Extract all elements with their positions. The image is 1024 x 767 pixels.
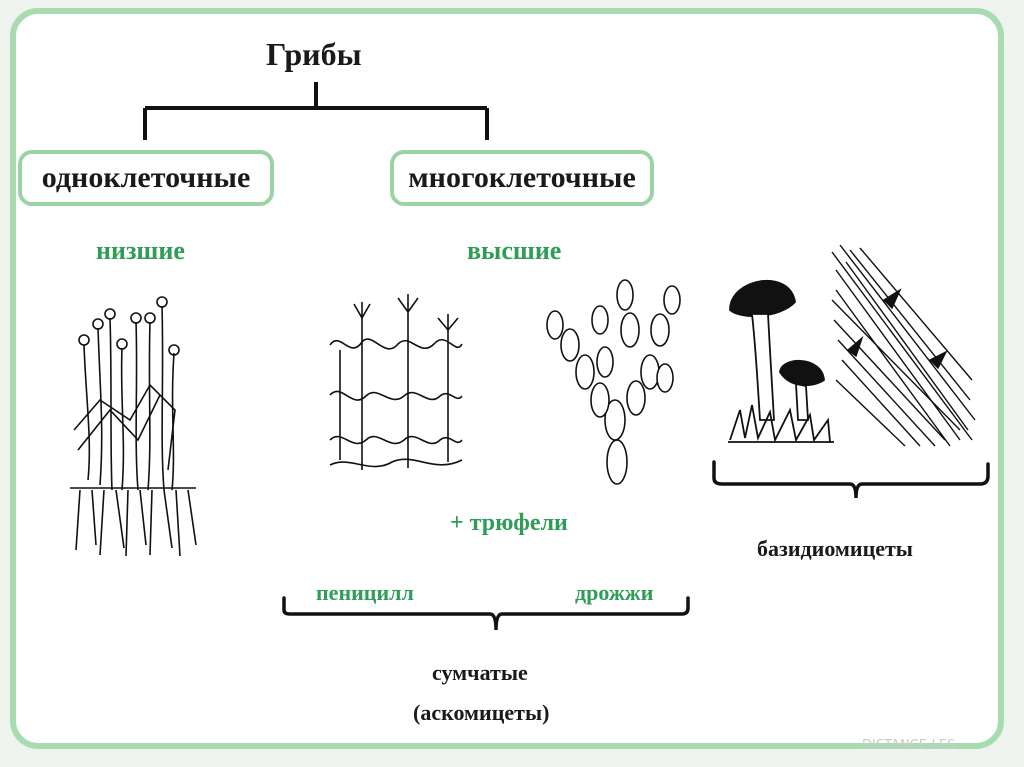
truffles-label: + трюфели [450,510,568,537]
mushroom-illustration [728,281,834,442]
penicillium-label: пеницилл [316,580,414,606]
ascomycetes-label-line1: сумчатые [432,660,528,686]
yeast-illustration [547,280,680,484]
watermark: DISTANCE-LES [862,738,955,753]
bracket-fungus-illustration [832,245,975,446]
tree-connector [145,82,487,140]
multicellular-label: многоклеточные [408,161,636,195]
basidiomycetes-label: базидиомицеты [757,536,913,562]
unicellular-box: одноклеточные [18,150,274,206]
lower-fungi-label: низшие [96,236,185,266]
penicillium-illustration [330,294,462,470]
higher-fungi-label: высшие [467,236,561,266]
ascomycetes-label-line2: (аскомицеты) [413,700,549,726]
yeast-label: дрожжи [575,580,653,606]
multicellular-box: многоклеточные [390,150,654,206]
mucor-illustration [70,297,196,556]
basidiomycetes-brace [714,462,988,498]
page-title: Грибы [266,36,362,73]
unicellular-label: одноклеточные [42,161,251,195]
